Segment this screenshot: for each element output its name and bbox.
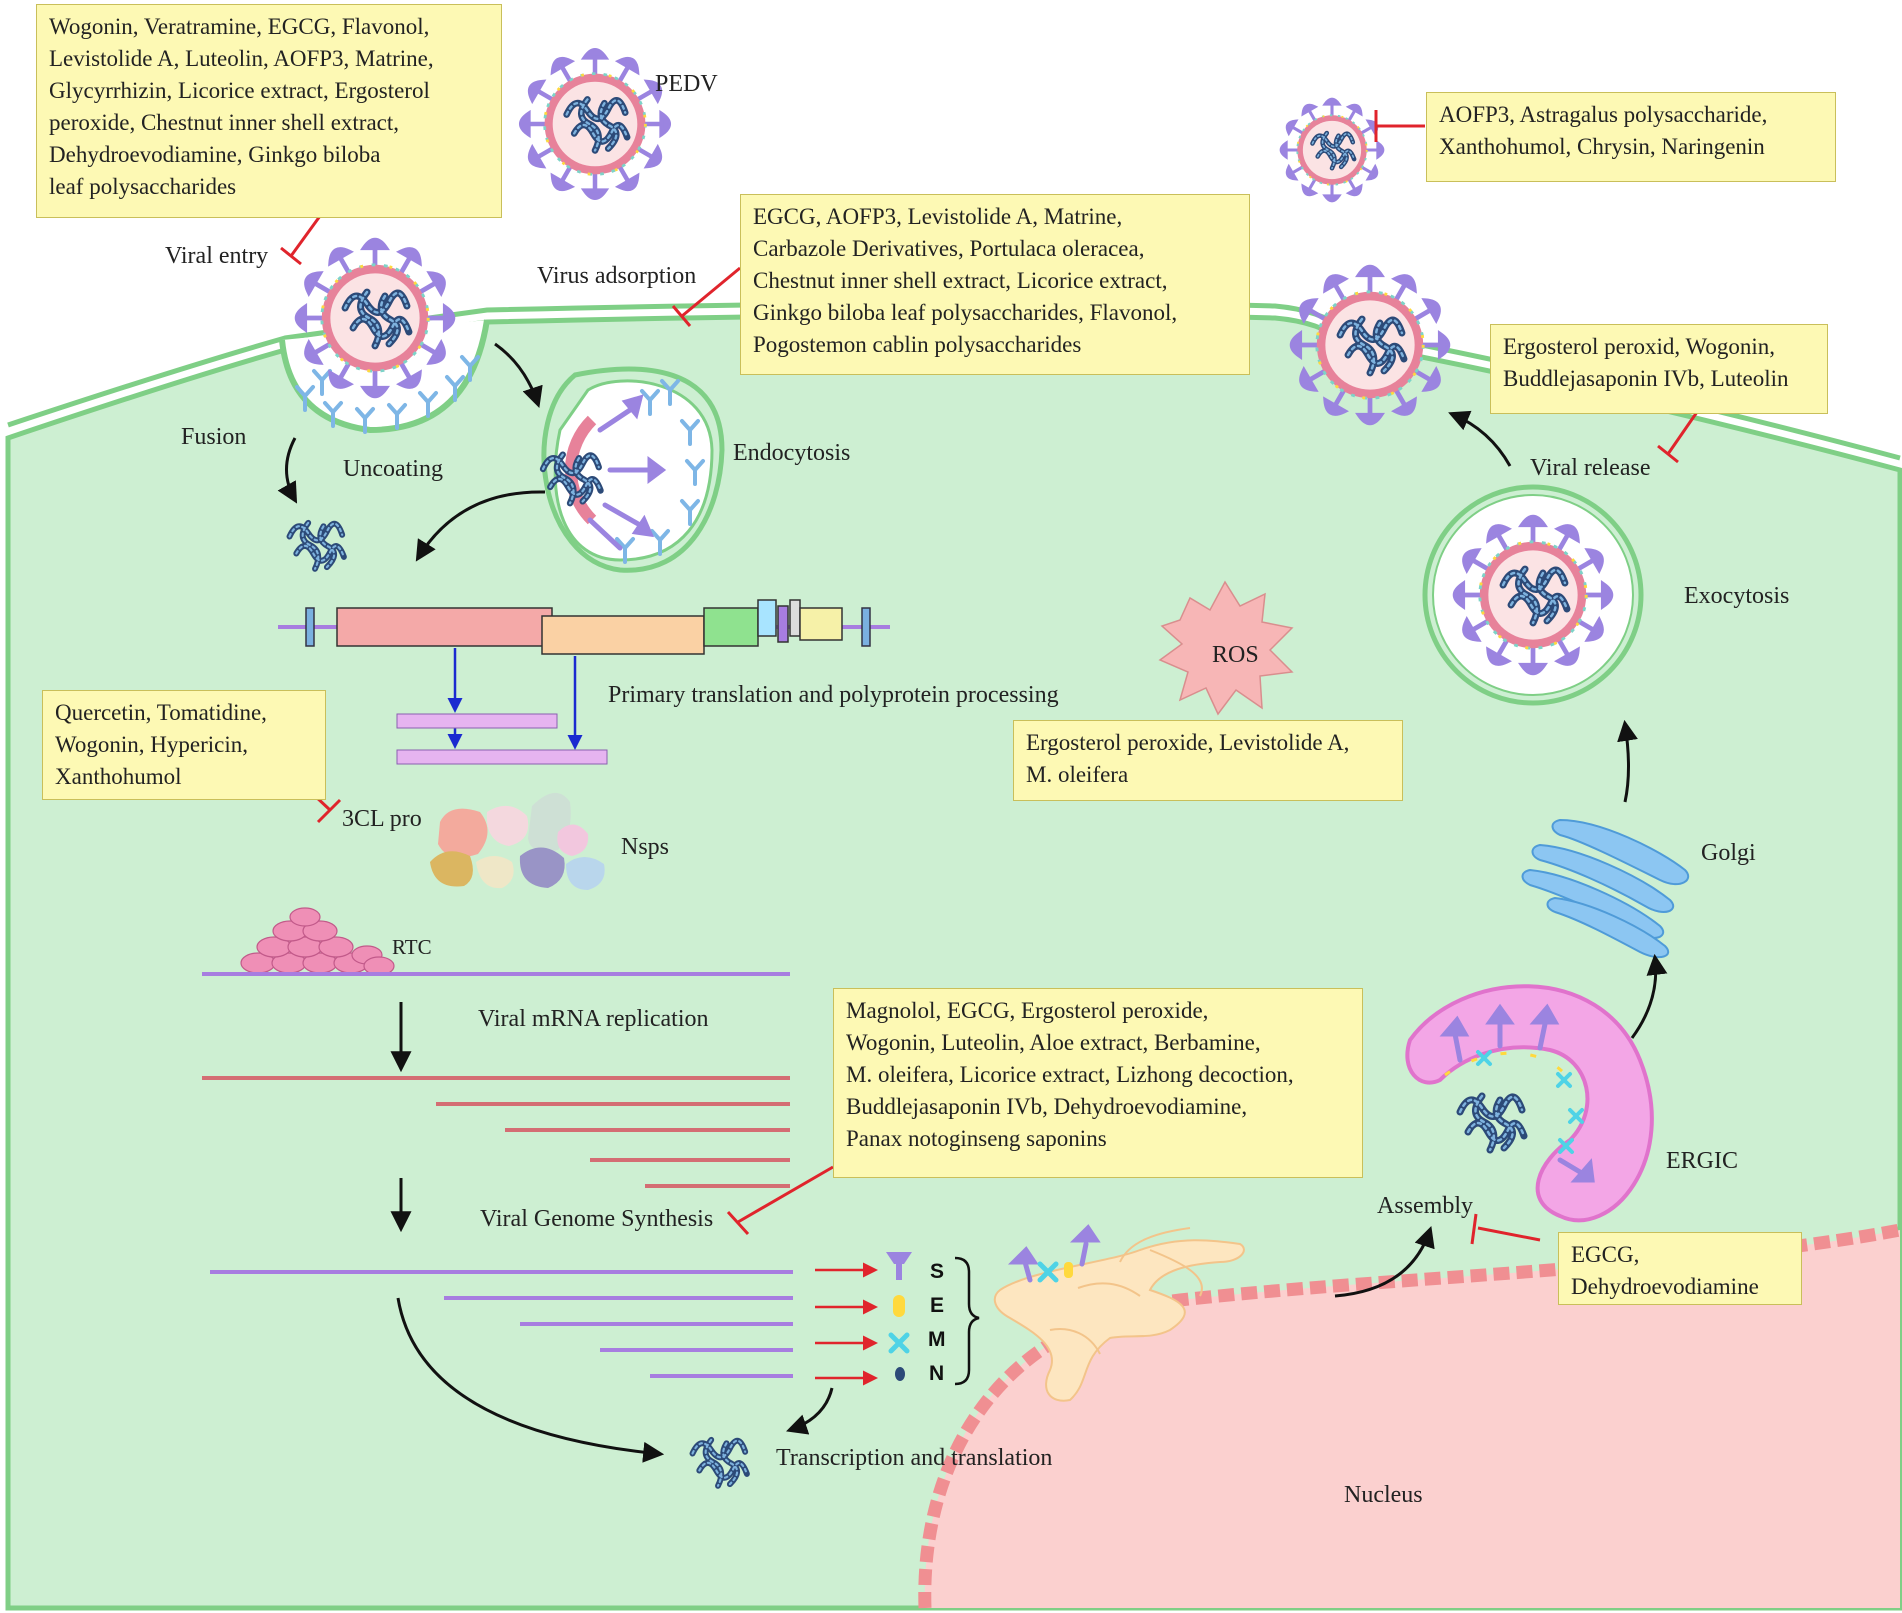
inhibitor-line: AOFP3, Astragalus polysaccharide, [1439,102,1768,127]
arrow-viral-release [1448,410,1512,467]
inhibitor-line: Glycyrrhizin, Licorice extract, Ergoster… [49,78,430,103]
inhibition-markers [280,110,1699,1245]
label-endocytosis: Endocytosis [733,440,851,466]
genome-map [278,599,890,655]
nucleocapsid-protein-icon [895,1367,905,1381]
arrow-ergic-to-golgi [1630,953,1668,1039]
pedv-virion [521,50,669,198]
small-virion [1281,99,1383,201]
inhibitor-line: Dehydroevodiamine [1571,1274,1759,1299]
ergic [1405,984,1654,1223]
membrane-protein-icon [888,1332,910,1354]
label-3cl-pro: 3CL pro [342,806,422,832]
label-primary-translation: Primary translation and polyprotein proc… [608,682,1059,708]
inhibitor-line: Wogonin, Hypericin, [55,732,248,757]
label-ros: ROS [1212,642,1259,668]
label-viral-release: Viral release [1530,455,1651,481]
label-nsps: Nsps [621,834,670,860]
envelope-protein-icon [893,1295,905,1317]
inhibitor-line: Ergosterol peroxide, Levistolide A, [1026,730,1350,755]
label-assembly: Assembly [1377,1193,1473,1219]
label-ergic: ERGIC [1666,1148,1738,1174]
label-protein-m: M [928,1328,946,1351]
label-uncoating: Uncoating [343,456,443,482]
arrow-proteins-to-transcription [786,1387,834,1435]
inhibitor-line: Pogostemon cablin polysaccharides [753,332,1082,357]
polyprotein-1ab [396,749,608,765]
inhibitor-line: M. oleifera [1026,762,1129,787]
label-pedv: PEDV [655,71,718,97]
label-fusion: Fusion [181,424,247,450]
protein-brace [954,1256,980,1386]
subgenomic-rnas [210,1270,793,1378]
inhibitor-box-3cl-protease: Quercetin, Tomatidine, Wogonin, Hyperici… [42,690,326,800]
label-rtc: RTC [392,935,432,959]
inhibitor-line: Dehydroevodiamine, Ginkgo biloba [49,142,381,167]
ros-shape [1158,580,1294,716]
label-exocytosis: Exocytosis [1684,583,1790,609]
inhibitor-line: Buddlejasaponin IVb, Luteolin [1503,366,1789,391]
inhibitor-line: Xanthohumol, Chrysin, Naringenin [1439,134,1765,159]
label-protein-s: S [930,1260,945,1283]
inhibitor-line: Quercetin, Tomatidine, [55,700,267,725]
inhibitor-box-virus-adsorption: EGCG, AOFP3, Levistolide A, Matrine, Car… [740,194,1250,375]
inhibitor-box-viral-entry: Wogonin, Veratramine, EGCG, Flavonol, Le… [36,4,502,218]
inhibitor-line: Buddlejasaponin IVb, Dehydroevodiamine, [846,1094,1248,1119]
arrow-endosome-release [415,490,546,562]
inhibitor-line: EGCG, AOFP3, Levistolide A, Matrine, [753,204,1123,229]
inhibitor-line: M. oleifera, Licorice extract, Lizhong d… [846,1062,1294,1087]
nsps-cluster [430,792,605,890]
label-virus-adsorption: Virus adsorption [537,263,697,289]
arrow-fusion [277,437,298,504]
inhibitor-line: Levistolide A, Luteolin, AOFP3, Matrine, [49,46,434,71]
exocytosis-vesicle [1422,484,1644,706]
inhibitor-line: Wogonin, Luteolin, Aloe extract, Berbami… [846,1030,1261,1055]
label-protein-n: N [929,1362,945,1385]
inhibitor-line: Wogonin, Veratramine, EGCG, Flavonol, [49,14,430,39]
inhibitor-line: peroxide, Chestnut inner shell extract, [49,110,400,135]
arrow-to-transcription [396,1297,665,1463]
rtc-complex [240,907,395,976]
inhibitor-line: EGCG, [1571,1242,1640,1267]
inhibitor-box-assembly: EGCG, Dehydroevodiamine [1558,1232,1802,1305]
label-viral-genome-synthesis: Viral Genome Synthesis [480,1206,714,1232]
polyprotein-1a [396,713,558,729]
inhibitor-box-ros: Ergosterol peroxide, Levistolide A, M. o… [1013,720,1403,801]
golgi [1521,818,1690,959]
inhibitor-box-viral-release: Ergosterol peroxid, Wogonin, Buddlejasap… [1490,324,1828,414]
inhibitor-line: Carbazole Derivatives, Portulaca olerace… [753,236,1145,261]
arrow-assembly [1334,1226,1435,1298]
arrow-golgi-to-exocytosis [1617,719,1638,803]
translation-arrows [815,1262,878,1386]
inhibitor-line: Ergosterol peroxid, Wogonin, [1503,334,1775,359]
label-transcription-translation: Transcription and translation [776,1445,1053,1471]
inhibitor-line: Magnolol, EGCG, Ergosterol peroxide, [846,998,1209,1023]
arrow-endocytosis [494,342,543,408]
inhibitor-box-release-top: AOFP3, Astragalus polysaccharide, Xantho… [1426,92,1836,182]
endoplasmic-reticulum [993,1224,1245,1402]
label-viral-entry: Viral entry [165,243,269,269]
endosome [543,366,725,573]
label-nucleus: Nucleus [1344,1482,1423,1508]
label-protein-e: E [930,1294,945,1317]
negative-strands [202,1076,790,1188]
inhibitor-line: Panax notoginseng saponins [846,1126,1107,1151]
label-golgi: Golgi [1701,840,1756,866]
spike-protein-icon [886,1252,912,1280]
inhibitor-line: leaf polysaccharides [49,174,237,199]
inhibitor-box-genome-synthesis: Magnolol, EGCG, Ergosterol peroxide, Wog… [833,988,1363,1178]
inhibitor-line: Xanthohumol [55,764,182,789]
inhibitor-line: Chestnut inner shell extract, Licorice e… [753,268,1168,293]
inhibitor-line: Ginkgo biloba leaf polysaccharides, Flav… [753,300,1178,325]
label-viral-mrna-replication: Viral mRNA replication [478,1006,709,1032]
